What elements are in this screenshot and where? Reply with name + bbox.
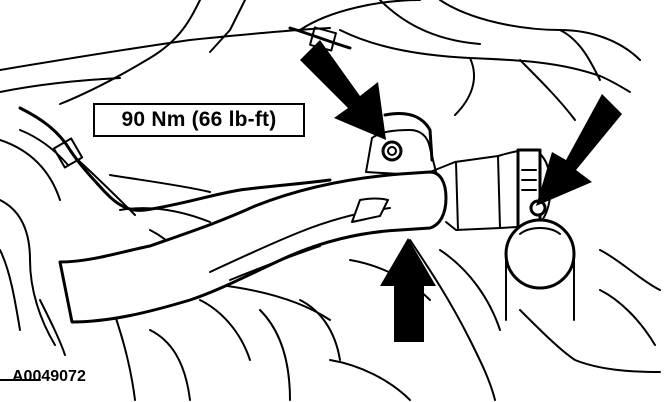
wiring-harness bbox=[18, 26, 434, 212]
arrow-to-bolt bbox=[300, 40, 386, 140]
hose-bracket bbox=[365, 129, 437, 175]
coolant-hose bbox=[58, 149, 552, 324]
torque-spec-label: 90 Nm (66 lb-ft) bbox=[93, 103, 305, 137]
hose-clamp bbox=[504, 148, 576, 321]
figure-id-label: A0049072 bbox=[12, 368, 86, 385]
torque-bolt bbox=[381, 140, 403, 162]
pointer-arrows bbox=[300, 40, 622, 342]
arrow-to-hose bbox=[380, 238, 436, 342]
arrow-to-clamp bbox=[536, 94, 622, 206]
